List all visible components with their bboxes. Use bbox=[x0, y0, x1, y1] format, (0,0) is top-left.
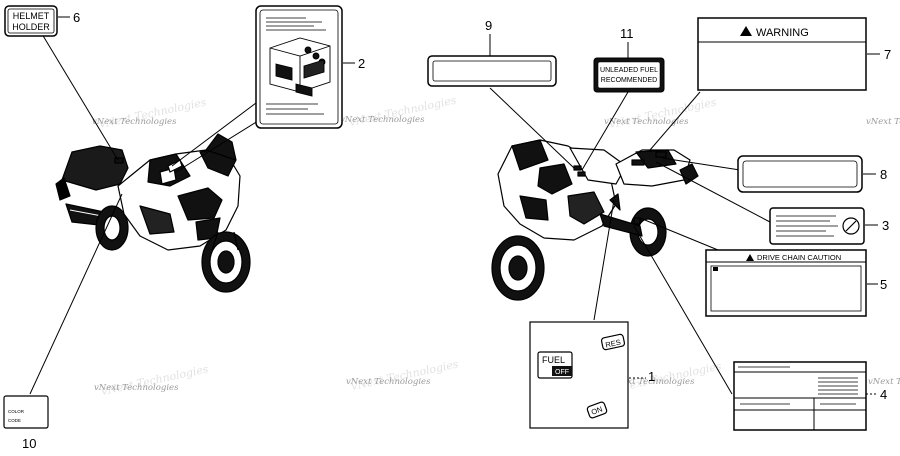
watermark: vNext Technologies bbox=[340, 115, 425, 125]
fuel-valve-off-text: OFF bbox=[555, 369, 569, 376]
callout-9: 9 bbox=[485, 18, 492, 33]
color-label-text-1: COLOR bbox=[8, 409, 25, 414]
helmet-holder-text-2: HOLDER bbox=[12, 22, 50, 32]
label-3: 3 bbox=[769, 207, 889, 245]
watermark: vNext Technologies bbox=[868, 377, 900, 387]
callout-7: 7 bbox=[884, 47, 891, 62]
callout-4: 4 bbox=[880, 387, 887, 402]
watermark: vNext Technologies bbox=[346, 377, 431, 387]
label-drive-chain-caution: DRIVE CHAIN CAUTION 5 bbox=[705, 249, 887, 317]
label-4: 4 bbox=[733, 361, 887, 431]
warning-text: WARNING bbox=[756, 27, 809, 39]
callout-1: 1 bbox=[648, 369, 655, 384]
unleaded-text-2: RECOMMENDED bbox=[601, 77, 657, 84]
label-warning: WARNING 7 bbox=[697, 17, 891, 91]
watermark: vNext Technologies bbox=[94, 383, 179, 393]
label-helmet-holder: HELMET HOLDER 6 bbox=[4, 5, 80, 37]
callout-3: 3 bbox=[882, 218, 889, 233]
label-2: 2 bbox=[255, 5, 365, 129]
callout-8: 8 bbox=[880, 167, 887, 182]
color-label-text-2: CODE bbox=[8, 418, 21, 423]
unleaded-text-1: UNLEADED FUEL bbox=[600, 67, 658, 74]
fuel-valve-on-text: ON bbox=[590, 404, 604, 416]
fuel-valve-res-text: RES bbox=[605, 338, 622, 350]
watermark: vNext Technologies bbox=[866, 117, 900, 127]
callout-6: 6 bbox=[73, 10, 80, 25]
leader-lines bbox=[29, 33, 771, 395]
watermark: vNext Technologies bbox=[604, 117, 689, 127]
watermark: vNext Technologies bbox=[610, 377, 695, 387]
helmet-holder-text-1: HELMET bbox=[13, 11, 50, 21]
watermark: vNext Technologies bbox=[92, 117, 177, 127]
label-color-code: COLOR CODE 10 bbox=[3, 395, 49, 451]
label-9: 9 bbox=[427, 18, 557, 87]
fuel-valve-fuel-text: FUEL bbox=[542, 355, 565, 365]
drive-chain-caution-text: DRIVE CHAIN CAUTION bbox=[757, 253, 841, 262]
motorcycle-left bbox=[55, 133, 251, 293]
motorcycle-right bbox=[491, 139, 699, 301]
callout-10: 10 bbox=[22, 436, 36, 451]
callout-2: 2 bbox=[358, 56, 365, 71]
label-fuel-valve: FUEL OFF RES ON 1 bbox=[529, 321, 655, 429]
watermark-ghost: vNext Technologies bbox=[350, 357, 460, 393]
callout-5: 5 bbox=[880, 277, 887, 292]
callout-11: 11 bbox=[620, 26, 634, 41]
label-unleaded-fuel: UNLEADED FUEL RECOMMENDED 11 bbox=[593, 26, 665, 93]
label-8: 8 bbox=[737, 155, 887, 193]
